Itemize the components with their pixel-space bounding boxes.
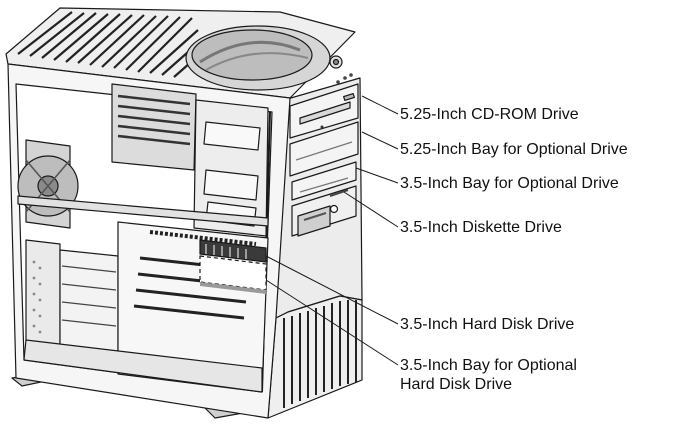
optional-hard-disk-bay (199, 255, 267, 294)
leader-525-bay (361, 131, 399, 150)
cooling-fan (17, 139, 79, 229)
chassis-floor (23, 339, 263, 393)
label-cd-rom-drive: 5.25-Inch CD-ROM Drive (400, 106, 579, 123)
label-525-optional-bay: 5.25-Inch Bay for Optional Drive (400, 141, 628, 158)
callout-leaders (265, 95, 399, 366)
leader-hard-disk (265, 255, 399, 325)
leader-cd-rom (361, 95, 399, 115)
top-louvers (17, 11, 199, 78)
cd-rom-drive (289, 83, 359, 139)
label-optional-hard-disk-bay-line2: Hard Disk Drive (400, 376, 513, 393)
support-bar (17, 195, 269, 227)
drive-cage (193, 99, 269, 237)
leader-35-bay (355, 167, 399, 184)
top-handle (185, 25, 353, 91)
expansion-slot-covers (25, 239, 119, 361)
label-optional-hard-disk-bay: 3.5-Inch Bay for Optional Hard Disk Driv… (400, 356, 577, 394)
chassis-rear-vents (267, 295, 363, 419)
power-supply (111, 83, 197, 171)
diskette-drive (291, 185, 357, 237)
label-hard-disk-drive: 3.5-Inch Hard Disk Drive (400, 316, 575, 333)
label-diskette-drive: 3.5-Inch Diskette Drive (400, 219, 562, 236)
label-35-optional-bay: 3.5-Inch Bay for Optional Drive (400, 175, 619, 192)
hard-disk-drive (199, 239, 267, 263)
525-optional-bay (289, 121, 359, 177)
35-optional-bay (291, 161, 357, 201)
leader-diskette (343, 191, 399, 228)
label-optional-hard-disk-bay-line1: 3.5-Inch Bay for Optional (400, 357, 577, 374)
leader-hd-bay (265, 279, 399, 366)
